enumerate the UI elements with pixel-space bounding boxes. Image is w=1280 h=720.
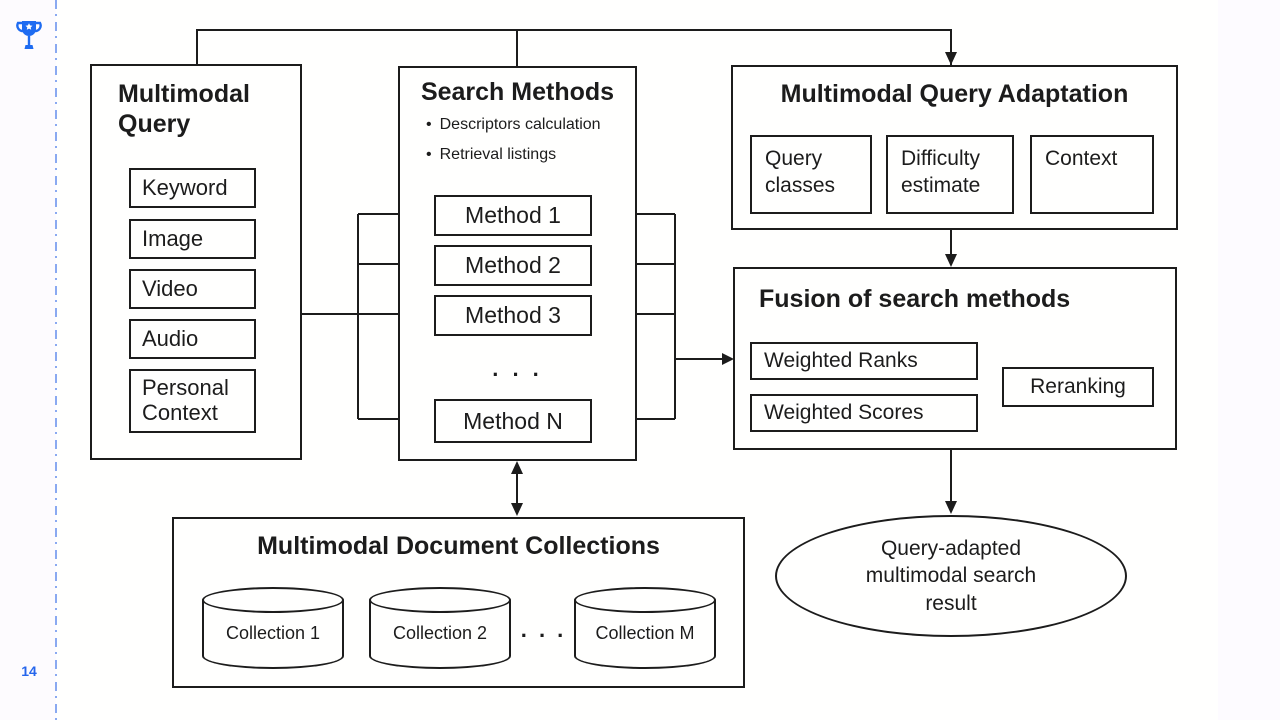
method-1-box: Method 1 <box>434 195 592 236</box>
query-item-personal-context: Personal Context <box>129 369 256 433</box>
query-item-label: Image <box>142 225 204 251</box>
cylinder-top <box>369 587 511 613</box>
adaptation-item-label: Query classes <box>765 147 836 198</box>
search-methods-box: Search Methods •Descriptors calculation … <box>398 66 637 461</box>
multimodal-query-title: Multimodal Query <box>118 80 250 138</box>
query-item-video: Video <box>129 269 256 309</box>
query-item-label: Audio <box>142 325 199 351</box>
reranking-box: Reranking <box>1002 367 1154 407</box>
fusion-item-label: Reranking <box>1030 375 1126 398</box>
query-item-label: Personal Context <box>142 375 229 425</box>
result-line: result <box>925 591 977 615</box>
method-n-box: Method N <box>434 399 592 443</box>
search-methods-title: Search Methods <box>420 78 615 106</box>
collection-2-cylinder: Collection 2 <box>369 587 511 669</box>
bullet-retrieval-listings: • Retrieval listings <box>426 146 556 164</box>
multimodal-query-box: Multimodal Query Keyword Image Video Aud… <box>90 64 302 460</box>
slide-right-margin <box>1218 0 1280 720</box>
cylinder-top <box>202 587 344 613</box>
result-line: Query-adapted <box>880 537 1022 561</box>
method-3-box: Method 3 <box>434 295 592 336</box>
bullet-descriptors-calculation: • Descriptors calculation <box>426 116 601 134</box>
fusion-item-label: Weighted Scores <box>764 401 924 424</box>
query-item-image: Image <box>129 219 256 259</box>
collection-label: Collection 2 <box>392 623 488 643</box>
query-item-label: Video <box>142 275 198 301</box>
context-box: Context <box>1030 135 1154 214</box>
bullet-icon: • <box>426 116 432 133</box>
collection-1-cylinder: Collection 1 <box>202 587 344 669</box>
method-label: Method 3 <box>465 302 561 328</box>
difficulty-estimate-box: Difficulty estimate <box>886 135 1014 214</box>
query-item-audio: Audio <box>129 319 256 359</box>
collection-label: Collection M <box>595 623 695 643</box>
method-2-box: Method 2 <box>434 245 592 286</box>
bullet-label: Descriptors calculation <box>439 116 601 133</box>
method-label: Method 2 <box>465 252 561 278</box>
query-adaptation-title: Multimodal Query Adaptation <box>780 80 1129 108</box>
cylinder-top <box>574 587 716 613</box>
query-item-label: Keyword <box>142 174 228 200</box>
methods-ellipsis: . . . <box>492 356 543 381</box>
query-item-keyword: Keyword <box>129 168 256 208</box>
bullet-icon: • <box>426 146 432 163</box>
fusion-title: Fusion of search methods <box>759 285 1071 313</box>
fusion-item-label: Weighted Ranks <box>764 349 918 372</box>
query-adaptation-box: Multimodal Query Adaptation Query classe… <box>731 65 1178 230</box>
collections-ellipsis: . . . <box>520 617 567 642</box>
weighted-ranks-box: Weighted Ranks <box>750 342 978 380</box>
fusion-box: Fusion of search methods Weighted Ranks … <box>733 267 1177 450</box>
result-ellipse: Query-adapted multimodal search result <box>775 515 1127 637</box>
query-classes-box: Query classes <box>750 135 872 214</box>
cylinder-body <box>574 600 716 669</box>
result-line: multimodal search <box>865 564 1037 588</box>
method-label: Method N <box>463 407 563 434</box>
bullet-label: Retrieval listings <box>439 146 557 163</box>
slide-left-margin <box>0 0 56 720</box>
weighted-scores-box: Weighted Scores <box>750 394 978 432</box>
collection-label: Collection 1 <box>225 623 321 643</box>
adaptation-item-label: Context <box>1045 147 1118 170</box>
document-collections-title: Multimodal Document Collections <box>257 532 660 560</box>
trophy-icon <box>16 21 42 49</box>
collection-m-cylinder: Collection M <box>574 587 716 669</box>
method-label: Method 1 <box>465 202 561 228</box>
adaptation-item-label: Difficulty estimate <box>901 147 981 198</box>
slide-page-number: 14 <box>21 663 37 679</box>
document-collections-box: Multimodal Document Collections Collecti… <box>172 517 745 688</box>
